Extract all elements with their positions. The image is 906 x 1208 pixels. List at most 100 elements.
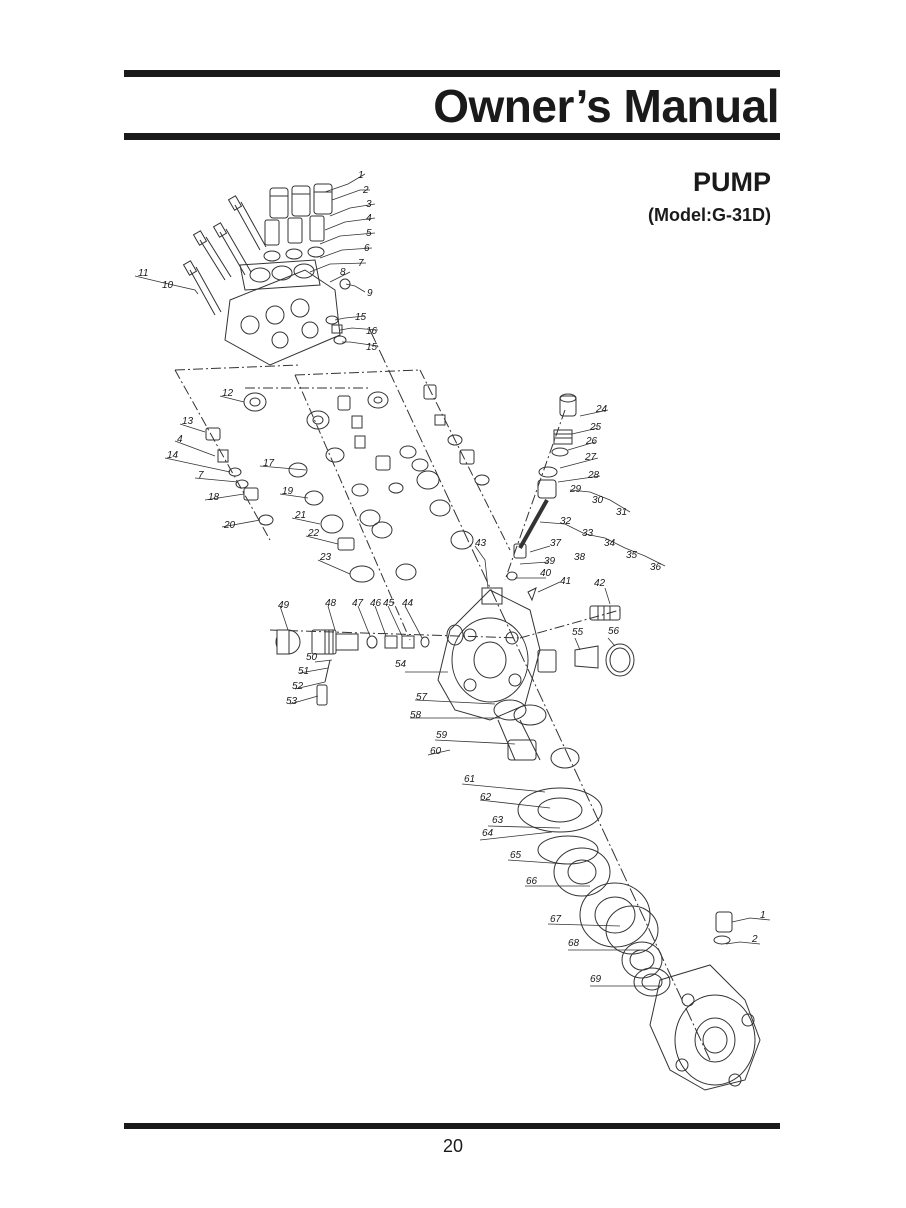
- pump-exploded-diagram: 1 2 3 4 5 6 7 8 9 10 11 15 16 15 12 13 4…: [134, 170, 771, 1091]
- diagram-centerline: [419, 369, 511, 551]
- callout-label: 53: [286, 696, 298, 707]
- callout-label: 48: [325, 598, 337, 609]
- callout-label: 69: [590, 974, 602, 985]
- callout-label: 57: [416, 692, 428, 703]
- callout-label: 37: [550, 538, 562, 549]
- diagram-centerline: [269, 629, 521, 639]
- callout-label: 64: [482, 828, 494, 839]
- callout-label: 3: [366, 199, 372, 210]
- seal-column-right: [337, 384, 490, 550]
- callout-label: 65: [510, 850, 522, 861]
- document-title: Owner’s Manual: [433, 80, 779, 132]
- callout-label: 23: [319, 552, 332, 563]
- callout-label: 19: [282, 486, 294, 497]
- callout-label: 8: [340, 267, 346, 278]
- callout-label: 36: [650, 562, 662, 573]
- pump-body: [437, 587, 541, 721]
- callout-label: 32: [560, 516, 572, 527]
- bolt-set: [182, 195, 267, 316]
- callout-label: 7: [358, 258, 364, 269]
- callout-label: 41: [560, 576, 571, 587]
- callout-label: 63: [492, 815, 504, 826]
- callout-label: 1: [358, 170, 364, 181]
- section-title: PUMP: [692, 167, 771, 197]
- callout-label: 14: [167, 450, 179, 461]
- callout-label: 12: [222, 388, 234, 399]
- header-rule-top: [124, 70, 780, 77]
- callout-label: 27: [584, 452, 597, 463]
- model-label: (Model:G-31D): [648, 205, 771, 225]
- callout-label: 25: [589, 422, 602, 433]
- callout-label: 29: [569, 484, 582, 495]
- callout-label: 58: [410, 710, 422, 721]
- bearing-set: [553, 847, 671, 997]
- callout-label: 34: [604, 538, 616, 549]
- callout-label: 4: [366, 213, 372, 224]
- callout-label: 42: [594, 578, 606, 589]
- seal-column-left: [205, 392, 274, 526]
- callout-label: 10: [162, 280, 174, 291]
- callout-label: 47: [352, 598, 364, 609]
- callout-label: 49: [278, 600, 290, 611]
- diagram-centerline: [294, 369, 421, 376]
- diagram-centerline: [504, 409, 566, 581]
- callout-label: 59: [436, 730, 448, 741]
- callout-label: 39: [544, 556, 556, 567]
- header-rule-bottom: [124, 133, 780, 140]
- footer-rule: [124, 1123, 780, 1129]
- callout-label: 21: [294, 510, 306, 521]
- callout-label: 31: [616, 507, 627, 518]
- callout-label: 43: [475, 538, 487, 549]
- callout-label: 66: [526, 876, 538, 887]
- callout-labels: 1 2 3 4 5 6 7 8 9 10 11 15 16 15 12 13 4…: [138, 170, 766, 985]
- callout-label: 46: [370, 598, 382, 609]
- page-number: 20: [442, 1136, 464, 1156]
- callout-label: 22: [307, 528, 320, 539]
- callout-label: 55: [572, 627, 584, 638]
- outlet-fitting: [527, 587, 621, 621]
- callout-label: 50: [306, 652, 318, 663]
- diagram-centerline: [519, 609, 621, 639]
- swash-plate: [517, 787, 603, 865]
- callout-label: 33: [582, 528, 594, 539]
- callout-label: 61: [464, 774, 475, 785]
- callout-label: 60: [430, 746, 442, 757]
- callout-label: 13: [182, 416, 194, 427]
- callout-label: 15: [355, 312, 367, 323]
- diagram-centerline: [174, 364, 301, 371]
- manifold-head: [224, 259, 351, 366]
- callout-label: 15: [366, 342, 378, 353]
- piston-set: [493, 699, 580, 769]
- callout-label: 9: [367, 288, 373, 299]
- callout-label: 26: [585, 436, 598, 447]
- callout-label: 68: [568, 938, 580, 949]
- diagram-centerline: [294, 374, 411, 641]
- callout-label: 30: [592, 495, 604, 506]
- callout-label: 52: [292, 681, 304, 692]
- diagram-centerline: [174, 369, 271, 541]
- callout-label: 18: [208, 492, 220, 503]
- callout-label: 44: [402, 598, 414, 609]
- callout-label: 20: [223, 520, 236, 531]
- callout-label: 1: [760, 910, 766, 921]
- callout-label: 38: [574, 552, 586, 563]
- seal-column-middle: [288, 410, 417, 583]
- callout-label: 5: [366, 228, 372, 239]
- oil-plug: [713, 911, 733, 945]
- callout-label: 24: [595, 404, 608, 415]
- callout-label: 17: [263, 458, 275, 469]
- callout-label: 16: [366, 326, 378, 337]
- callout-label: 67: [550, 914, 562, 925]
- callout-label: 28: [587, 470, 600, 481]
- callout-label: 4: [177, 434, 183, 445]
- callout-label: 54: [395, 659, 407, 670]
- valve-plug-set: [263, 183, 333, 262]
- callout-label: 51: [298, 666, 309, 677]
- diagram-centerline: [369, 329, 711, 1061]
- callout-label: 40: [540, 568, 552, 579]
- callout-label: 62: [480, 792, 492, 803]
- callout-label: 6: [364, 243, 370, 254]
- inlet-assembly: [275, 629, 430, 706]
- callout-label: 2: [751, 934, 758, 945]
- callout-label: 35: [626, 550, 638, 561]
